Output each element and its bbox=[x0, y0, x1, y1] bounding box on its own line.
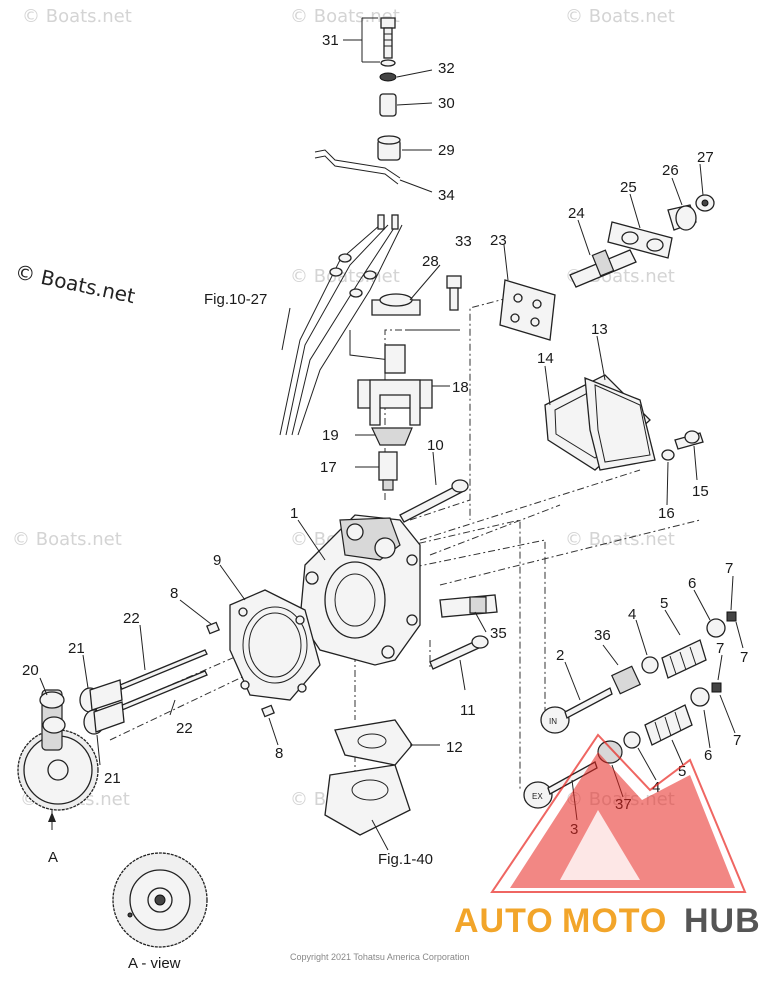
watermark: © Boats.net bbox=[565, 529, 675, 550]
part-label: 6 bbox=[688, 575, 696, 592]
part-label: 23 bbox=[490, 232, 507, 249]
bolt-10 bbox=[399, 479, 469, 523]
gasket-fig-1-40 bbox=[324, 764, 411, 836]
logo-text-hub: HUB bbox=[684, 902, 761, 940]
valve-mark-in: IN bbox=[549, 717, 557, 726]
camshaft bbox=[17, 689, 99, 830]
watermark-large: © Boats.net bbox=[13, 259, 137, 308]
part-label: 25 bbox=[620, 179, 637, 196]
view-marker-a: A bbox=[48, 849, 58, 866]
copyright-notice: Copyright 2021 Tohatsu America Corporati… bbox=[290, 952, 469, 962]
part-label: 15 bbox=[692, 483, 709, 500]
part-label: 29 bbox=[438, 142, 455, 159]
watermark: © Boats.net bbox=[290, 266, 400, 287]
watermark: © Boats.net bbox=[565, 6, 675, 27]
part-label: 9 bbox=[213, 552, 221, 569]
part-label: 5 bbox=[678, 763, 686, 780]
part-label: 30 bbox=[438, 95, 455, 112]
part-label: 14 bbox=[537, 350, 554, 367]
bolt-15-washer-16 bbox=[661, 430, 704, 461]
part-label: 7 bbox=[740, 649, 748, 666]
part-label: 17 bbox=[320, 459, 337, 476]
part-label: 7 bbox=[725, 560, 733, 577]
top-bolt-assembly bbox=[314, 17, 401, 185]
cover-gaskets bbox=[544, 374, 656, 471]
part-label: 21 bbox=[68, 640, 85, 657]
plate-12 bbox=[334, 719, 413, 766]
watermark: © Boats.net bbox=[290, 6, 400, 27]
part-label: 28 bbox=[422, 253, 439, 270]
part-label: 1 bbox=[290, 505, 298, 522]
part-label: 33 bbox=[455, 233, 472, 250]
tappets bbox=[79, 679, 125, 735]
part-label: 10 bbox=[427, 437, 444, 454]
part-labels: 31 32 30 29 34 27 26 25 24 23 33 28 Fig.… bbox=[22, 32, 748, 972]
part-label: 12 bbox=[446, 739, 463, 756]
part-label: 6 bbox=[704, 747, 712, 764]
part-label: 22 bbox=[176, 720, 193, 737]
push-rods bbox=[119, 649, 208, 711]
part-label: 8 bbox=[170, 585, 178, 602]
part-label: 26 bbox=[662, 162, 679, 179]
watermark: © Boats.net bbox=[12, 529, 122, 550]
a-view-label: A - view bbox=[128, 955, 181, 972]
bolt-11 bbox=[429, 635, 489, 670]
automotohub-logo: AUTO MOTO HUB bbox=[454, 733, 761, 940]
part-label: 35 bbox=[490, 625, 507, 642]
part-label: 4 bbox=[628, 606, 636, 623]
part-label: 11 bbox=[460, 702, 476, 719]
part-label: 18 bbox=[452, 379, 469, 396]
fig-ref-10-27: Fig.10-27 bbox=[204, 291, 267, 308]
part-label: 34 bbox=[438, 187, 455, 204]
part-label: 32 bbox=[438, 60, 455, 77]
throttle-cables bbox=[279, 214, 403, 436]
logo-text-auto: AUTO bbox=[454, 902, 554, 940]
watermark: © Boats.net bbox=[22, 6, 132, 27]
gasket-23 bbox=[499, 279, 556, 341]
part-label: 13 bbox=[591, 321, 608, 338]
logo-text-moto: MOTO bbox=[562, 902, 667, 940]
part-label: 16 bbox=[658, 505, 675, 522]
part-label: 2 bbox=[556, 647, 564, 664]
cylinder-head bbox=[299, 514, 421, 666]
part-label: 24 bbox=[568, 205, 585, 222]
part-label: 5 bbox=[660, 595, 668, 612]
part-label: 4 bbox=[652, 779, 660, 796]
part-label: 7 bbox=[716, 640, 724, 657]
part-label: 21 bbox=[104, 770, 121, 787]
part-label: 36 bbox=[594, 627, 611, 644]
head-gasket bbox=[229, 589, 321, 701]
dowel-pins bbox=[206, 621, 275, 718]
part-label: 7 bbox=[733, 732, 741, 749]
part-label: 27 bbox=[697, 149, 714, 166]
part-label: 31 bbox=[322, 32, 339, 49]
part-label: 22 bbox=[123, 610, 140, 627]
part-label: 8 bbox=[275, 745, 283, 762]
a-view-gear bbox=[112, 852, 208, 948]
throttle-linkage bbox=[349, 293, 460, 491]
intake-valve-set bbox=[540, 611, 737, 734]
exhaust-valve-set bbox=[523, 682, 722, 809]
bolt-33 bbox=[446, 275, 462, 311]
valve-mark-ex: EX bbox=[532, 792, 543, 801]
part-label: 19 bbox=[322, 427, 339, 444]
upper-right-parts bbox=[569, 194, 715, 288]
leader-lines bbox=[39, 17, 744, 851]
spark-plug bbox=[439, 594, 498, 618]
part-label: 20 bbox=[22, 662, 39, 679]
fig-ref-1-40: Fig.1-40 bbox=[378, 851, 433, 868]
